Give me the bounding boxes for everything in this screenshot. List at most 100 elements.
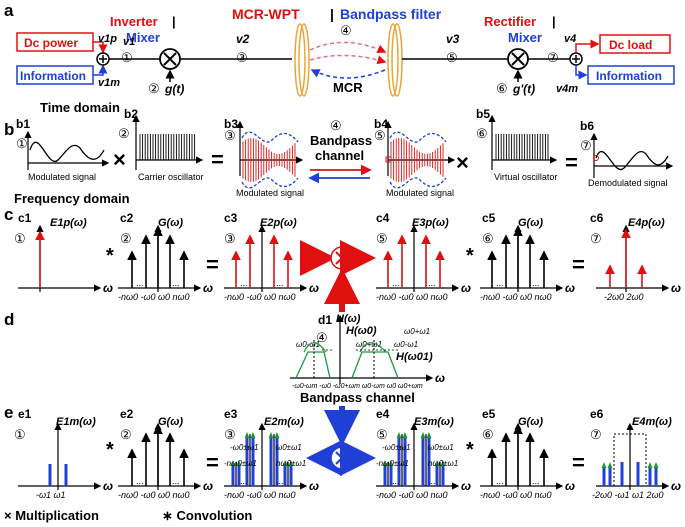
E3m-label: E3m(ω) bbox=[414, 416, 454, 428]
e1-omega: ω bbox=[103, 479, 113, 493]
node-2-c: ② bbox=[120, 231, 132, 246]
E1m-label: E1m(ω) bbox=[56, 416, 96, 428]
rectifier-separator: | bbox=[552, 14, 556, 29]
node-7-c: ⑦ bbox=[590, 231, 602, 246]
panel-a-label: a bbox=[4, 1, 14, 20]
coil-1 bbox=[294, 23, 306, 97]
b3-envelope-bottom bbox=[241, 177, 299, 189]
coil-3 bbox=[387, 23, 399, 97]
times-op-b1: × bbox=[113, 147, 126, 172]
information-out-label: Information bbox=[596, 69, 662, 83]
G-label-c: G(ω) bbox=[158, 217, 183, 229]
coil-4 bbox=[391, 23, 403, 97]
panel-b-label: b bbox=[4, 120, 14, 139]
e3-sideband bbox=[231, 466, 235, 486]
splitter-right-plus bbox=[572, 55, 580, 63]
e4-pm1b: ω0±ω1 bbox=[428, 443, 454, 452]
e4-sideband bbox=[435, 466, 439, 486]
c4-omega: ω bbox=[461, 281, 471, 295]
e4-dots-left: ... bbox=[392, 476, 400, 486]
c6-label: c6 bbox=[590, 211, 604, 225]
e4-sideband bbox=[421, 438, 425, 486]
e3-pm1b: ω0±ω1 bbox=[276, 443, 302, 452]
e3-tip bbox=[288, 460, 294, 466]
c6-omega: ω bbox=[671, 281, 681, 295]
node-5-a: ⑤ bbox=[446, 50, 458, 65]
b5-label: b5 bbox=[476, 107, 490, 121]
e3-pmna: -nω0±ω1 bbox=[224, 459, 257, 468]
times-op-b4: × bbox=[456, 150, 469, 175]
e6-high-sideband bbox=[654, 468, 658, 486]
e3-sideband bbox=[245, 438, 249, 486]
eq-op-b5: = bbox=[565, 150, 578, 175]
H0-label: H(ω0) bbox=[346, 325, 377, 337]
e4-sideband bbox=[403, 438, 407, 486]
c5-dots-left: ... bbox=[496, 278, 504, 288]
b4-caption: Modulated signal bbox=[386, 188, 454, 198]
b3-label: b3 bbox=[224, 117, 238, 131]
e3-label: e3 bbox=[224, 407, 238, 421]
dc-load-box bbox=[599, 34, 671, 54]
e5-dots-right: ... bbox=[532, 476, 540, 486]
ticks-e3: -nω0 -ω0 ω0 nω0 bbox=[224, 490, 296, 500]
node-1-e: ① bbox=[14, 427, 26, 442]
c5-omega: ω bbox=[565, 281, 575, 295]
bandpass-left bbox=[295, 351, 331, 379]
e3-tip bbox=[282, 460, 288, 466]
forward-coupling-arrow bbox=[309, 41, 387, 54]
carrier-oscillator-bars bbox=[139, 134, 196, 160]
e4-tip bbox=[440, 460, 446, 466]
E4p-label: E4p(ω) bbox=[628, 217, 665, 229]
dc-load-arrow bbox=[575, 39, 600, 53]
e3-tip bbox=[236, 460, 242, 466]
v1-label: v1 bbox=[123, 36, 135, 48]
d1-ticks: -ω0-ωm -ω0 -ω0+ωm ω0-ωm ω0 ω0+ωm bbox=[292, 383, 423, 390]
b1-label: b1 bbox=[16, 117, 30, 131]
node-3-a: ③ bbox=[236, 50, 248, 65]
b1-caption: Modulated signal bbox=[28, 172, 96, 182]
node-2-b: ② bbox=[118, 126, 130, 141]
node-6-b: ⑥ bbox=[476, 126, 488, 141]
e6-high-sideband bbox=[602, 468, 606, 486]
e3-tip bbox=[230, 460, 236, 466]
e4-dots-right: ... bbox=[428, 476, 436, 486]
w0pw1-label: ω0+ω1 bbox=[356, 340, 382, 349]
c3-label: c3 bbox=[224, 211, 238, 225]
e6-high-sideband bbox=[608, 468, 612, 486]
e6-pos-w1 bbox=[636, 462, 640, 486]
ticks-c2: -nω0 -ω0 ω0 nω0 bbox=[118, 292, 190, 302]
E3p-label: E3p(ω) bbox=[412, 217, 449, 229]
e4-pm1a: -ω0±ω1 bbox=[382, 443, 410, 452]
d1-omega: ω bbox=[435, 371, 445, 385]
e4-tip bbox=[402, 432, 408, 438]
bandpass-filter-title: Bandpass filter bbox=[340, 6, 442, 22]
e5-omega: ω bbox=[565, 479, 575, 493]
ticks-e2: -nω0 -ω0 ω0 nω0 bbox=[118, 490, 190, 500]
e1-label: e1 bbox=[18, 407, 32, 421]
c3-dots-right: ... bbox=[276, 278, 284, 288]
star-op-e4: * bbox=[466, 439, 474, 461]
node-3-b: ③ bbox=[224, 128, 236, 143]
e4-tip bbox=[420, 432, 426, 438]
ticks-e5: -nω0 -ω0 ω0 nω0 bbox=[480, 490, 552, 500]
e4-tip bbox=[434, 460, 440, 466]
E1p-label: E1p(ω) bbox=[50, 217, 87, 229]
inverter-separator: | bbox=[172, 14, 176, 29]
node-4-b: ④ bbox=[330, 118, 342, 133]
e4-omega: ω bbox=[461, 479, 471, 493]
information-in-arrow bbox=[93, 64, 108, 76]
node-6-c: ⑥ bbox=[482, 231, 494, 246]
node-2-a: ② bbox=[148, 81, 160, 96]
b3-caption: Modulated signal bbox=[236, 188, 304, 198]
star-op-e: * bbox=[106, 439, 114, 461]
ticks-c6: -2ω0 2ω0 bbox=[604, 292, 644, 302]
e4-pmna: -nω0±ω1 bbox=[376, 459, 409, 468]
e1-neg-bar bbox=[48, 464, 52, 486]
b1-waveform bbox=[29, 141, 105, 163]
c3-dots-left: ... bbox=[240, 278, 248, 288]
node-5-b: ⑤ bbox=[374, 128, 386, 143]
mcr-wpt-title: MCR-WPT bbox=[232, 6, 300, 22]
